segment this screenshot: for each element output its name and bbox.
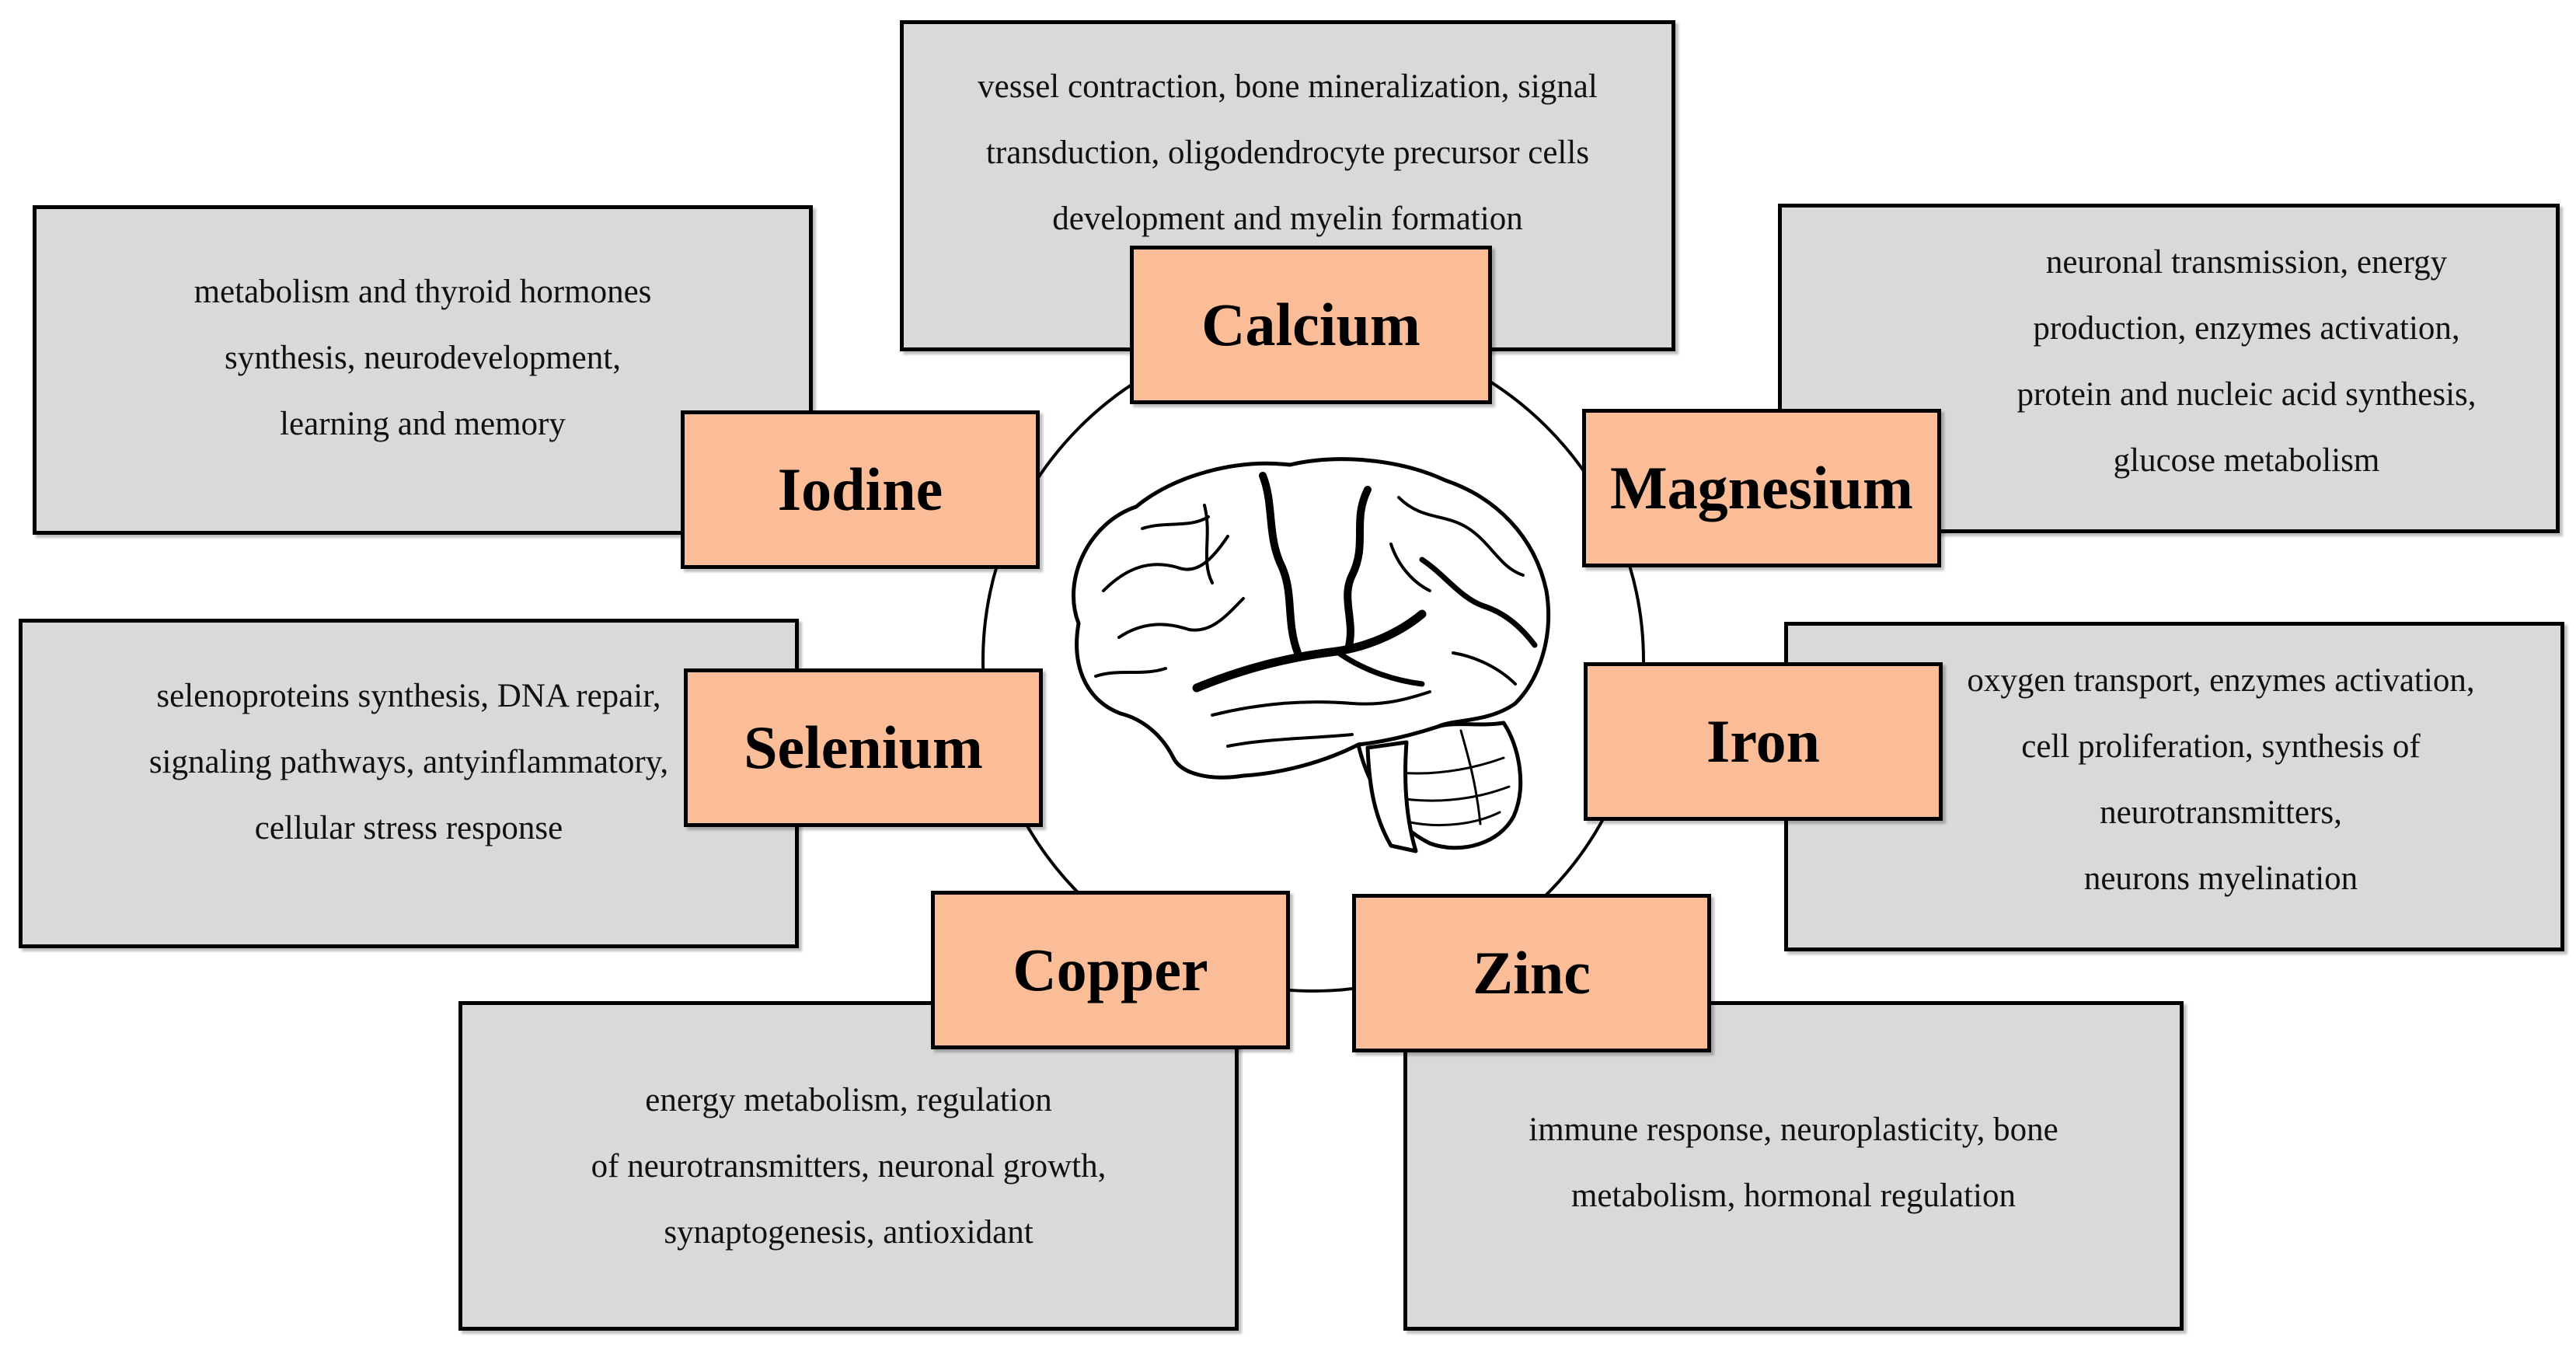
iodine-label-box: Iodine [681,410,1040,569]
selenium-description: selenoproteins synthesis, DNA repair, si… [148,678,669,846]
magnesium-description: neuronal transmission, energy production… [2017,244,2477,479]
iron-description: oxygen transport, enzymes activation, ce… [1967,662,2475,897]
iodine-label: Iodine [777,455,943,523]
selenium-label: Selenium [744,714,983,781]
copper-label: Copper [1013,936,1208,1003]
magnesium-label-box: Magnesium [1582,409,1941,567]
magnesium-label: Magnesium [1610,454,1913,522]
copper-label-box: Copper [931,891,1290,1049]
iodine-description: metabolism and thyroid hormones synthesi… [193,274,652,442]
copper-description: energy metabolism, regulation of neurotr… [591,1082,1107,1251]
calcium-label: Calcium [1201,291,1420,358]
zinc-description-box: immune response, neuroplasticity, bone m… [1403,1001,2184,1331]
calcium-label-box: Calcium [1130,246,1492,404]
calcium-description: vessel contraction, bone mineralization,… [978,68,1598,237]
iron-label-box: Iron [1584,662,1943,821]
zinc-label: Zinc [1473,939,1591,1007]
zinc-description: immune response, neuroplasticity, bone m… [1529,1111,2058,1214]
selenium-description-box: selenoproteins synthesis, DNA repair, si… [19,619,799,948]
iron-label: Iron [1706,707,1820,775]
zinc-label-box: Zinc [1352,894,1711,1052]
copper-description-box: energy metabolism, regulation of neurotr… [458,1001,1239,1331]
selenium-label-box: Selenium [684,668,1043,827]
